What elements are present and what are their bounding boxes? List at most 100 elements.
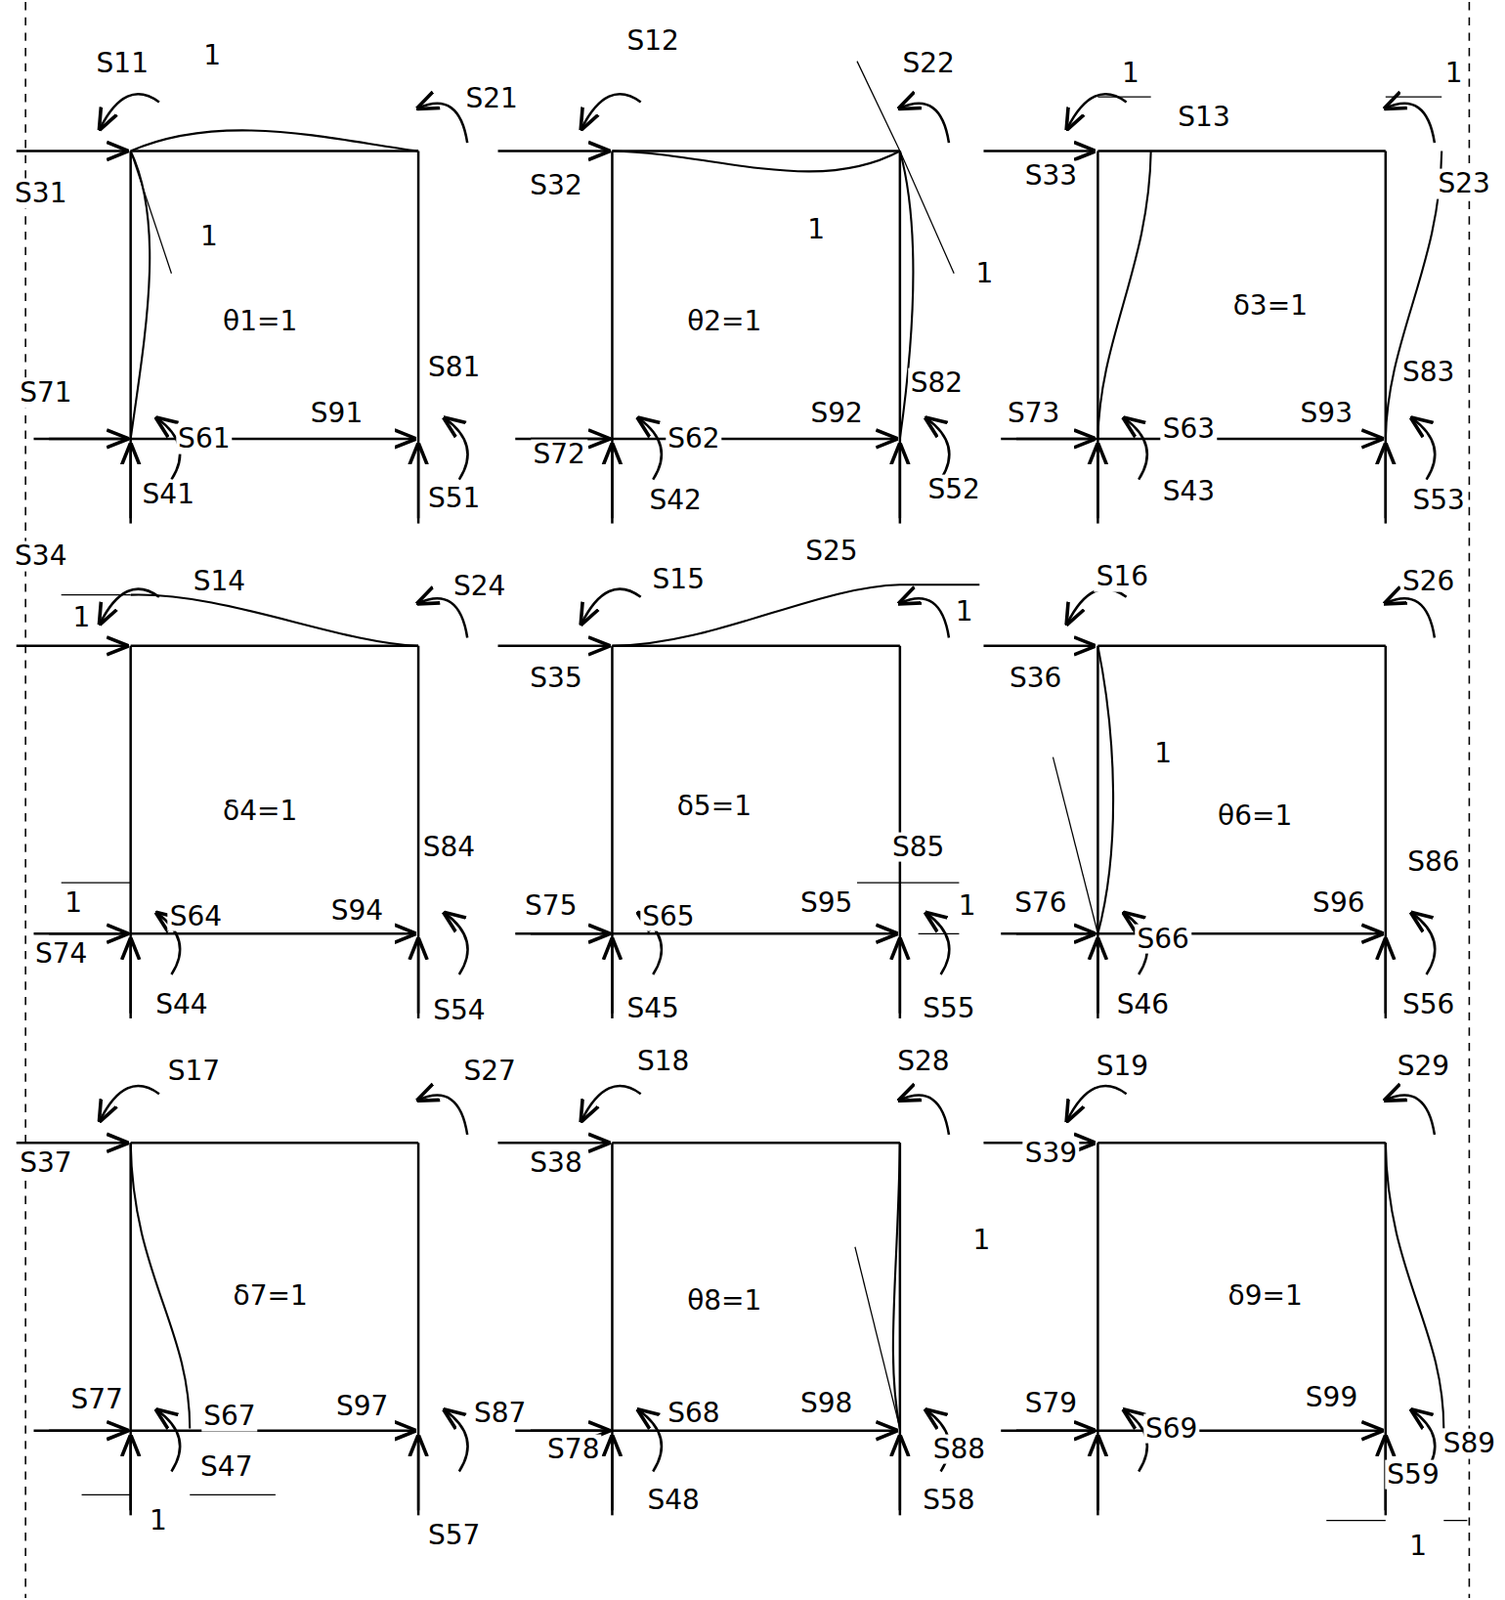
coefficient-label: S61 [175,424,232,455]
dimension-line [857,882,959,934]
coefficient-label: S42 [646,484,703,516]
dimension-line [61,595,131,935]
coefficient-label: θ8=1 [685,1286,764,1317]
coefficient-label: S31 [12,178,69,210]
rotation-line [855,1247,901,1429]
coefficient-label: 1 [956,891,979,922]
coefficient-label: S96 [1310,888,1367,919]
coefficient-label: S91 [308,397,365,429]
coefficient-label: δ7=1 [231,1281,310,1312]
coefficient-label: S72 [530,438,587,470]
coefficient-label: S12 [625,25,682,56]
coefficient-label: S36 [1007,663,1064,694]
coefficient-label: S21 [464,84,520,115]
rotation-line [857,61,954,274]
coefficient-label: 1 [1119,58,1142,89]
coefficient-label: S55 [920,992,977,1024]
dimension-line [1097,96,1442,98]
deflected-column [1385,1142,1445,1428]
coefficient-label: S97 [334,1390,390,1421]
coefficient-label: δ3=1 [1231,291,1310,322]
deflected-beam [611,151,900,172]
coefficient-label: 1 [970,1224,992,1255]
coefficient-label: S66 [1135,923,1192,954]
coefficient-label: S68 [665,1398,722,1429]
coefficient-label: S24 [451,571,508,602]
deflected-column [130,1142,191,1428]
coefficient-label: S56 [1400,989,1457,1021]
coefficient-label: S47 [198,1452,255,1483]
coefficient-label: S76 [1012,888,1069,919]
coefficient-label: 1 [974,258,996,289]
coefficient-label: S41 [140,479,197,511]
deflected-column [1097,151,1151,439]
coefficient-label: S65 [640,901,696,932]
frame-panel [16,589,469,1019]
dashed-guide [25,1,1469,1598]
coefficient-label: S79 [1023,1387,1079,1419]
coefficient-label: S29 [1395,1051,1452,1082]
coefficient-label: S43 [1161,476,1217,508]
frame-panel [498,1085,950,1515]
coefficient-label: S52 [926,474,983,506]
coefficient-label: S95 [798,888,855,919]
coefficient-label: S54 [430,994,487,1026]
coefficient-label: 1 [201,41,223,72]
coefficient-label: 1 [62,888,85,919]
coefficient-label: S58 [920,1484,977,1515]
frame-panel [16,1085,469,1515]
coefficient-label: S17 [166,1056,222,1087]
coefficient-label: S48 [645,1484,701,1515]
coefficient-label: S19 [1094,1051,1151,1082]
coefficient-label: S37 [17,1148,74,1179]
dimension-line [82,1494,276,1496]
coefficient-label: δ4=1 [220,796,300,827]
coefficient-label: δ5=1 [675,790,754,821]
coefficient-label: S38 [527,1148,584,1179]
coefficient-label: S25 [803,535,860,566]
deflected-beam [130,595,419,646]
coefficient-label: S16 [1094,560,1151,592]
coefficient-label: S45 [625,992,682,1024]
deflected-column [130,151,151,439]
coefficient-label: S85 [890,831,946,862]
coefficient-label: S22 [900,47,956,79]
coefficient-label: S27 [461,1056,517,1087]
coefficient-label: S86 [1405,847,1462,878]
coefficient-label: S53 [1410,484,1466,516]
coefficient-label: θ1=1 [220,305,300,337]
coefficient-label: S62 [665,424,722,455]
coefficient-label: S33 [1023,160,1079,191]
coefficient-label: S78 [545,1433,602,1464]
frame-panel [983,1085,1435,1515]
coefficient-label: 1 [147,1505,170,1536]
frame-panel [498,93,950,523]
coefficient-label: S71 [17,378,74,409]
coefficient-label: δ9=1 [1226,1281,1305,1312]
coefficient-label: S39 [1023,1137,1079,1168]
coefficient-label: S28 [895,1045,951,1076]
coefficient-label: S26 [1400,566,1457,598]
coefficient-label: S92 [808,397,864,429]
coefficient-label: S46 [1115,989,1171,1021]
coefficient-label: S84 [421,831,477,862]
coefficient-label: 1 [1443,58,1465,89]
coefficient-label: S57 [426,1520,482,1551]
deflected-column [1385,151,1442,439]
coefficient-label: S94 [329,896,386,927]
frame-panel [16,93,469,523]
coefficient-label: S88 [931,1433,988,1464]
coefficient-label: S77 [68,1384,125,1416]
coefficient-label: S81 [426,351,482,383]
deflected-shapes [61,61,1468,1521]
coefficient-label: S34 [12,541,69,572]
coefficient-label: S67 [201,1401,258,1432]
coefficient-label: S23 [1436,169,1493,200]
dashed-line [24,1,27,1598]
frame-panel [498,589,950,1019]
coefficient-label: 1 [198,221,220,253]
deflected-beam [130,129,419,151]
coefficient-label: S13 [1175,102,1232,133]
coefficient-label: S69 [1143,1413,1200,1444]
